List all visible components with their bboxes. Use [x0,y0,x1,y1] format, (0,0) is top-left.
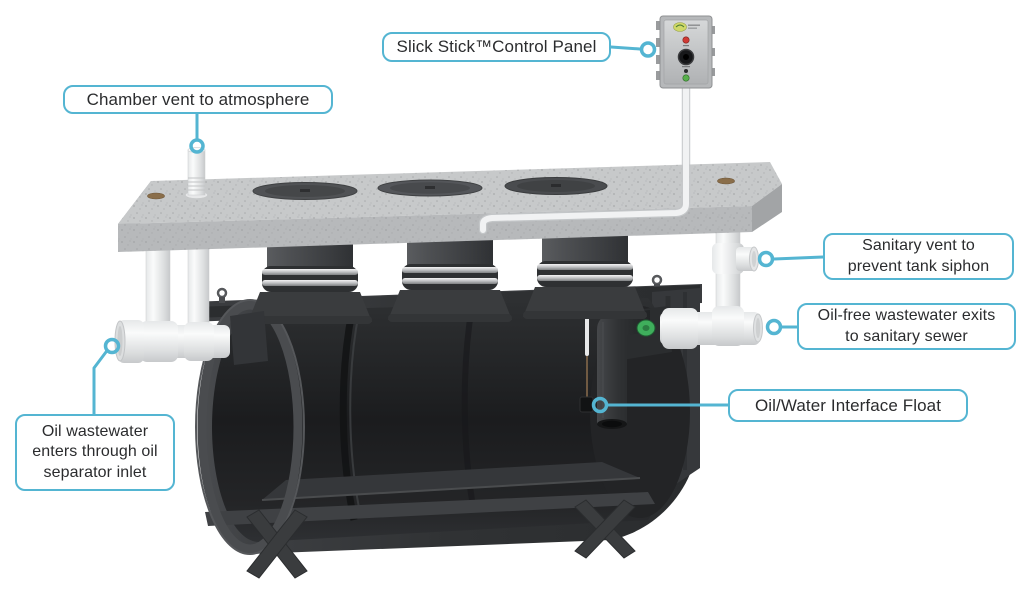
outlet-dip-tube [597,310,650,424]
band-clamp [262,266,358,292]
leader-ring [103,337,121,355]
pipe-coupling [184,322,214,361]
leader-outlet [765,318,799,336]
manhole-cover [377,179,483,197]
outlet-pipe-assembly [660,227,763,349]
support-foot [574,499,636,559]
callout-leaders [92,41,825,416]
lifting-lug [216,287,228,303]
pipe-coupling [662,308,698,349]
leader-ring [757,250,775,268]
leader-ring [639,41,657,58]
riser [523,235,647,319]
riser-bell [388,290,512,320]
band-clamp [537,261,633,287]
inlet-riser-pipe [187,242,210,336]
tank-bottom-rim [205,492,655,526]
riser [388,235,512,322]
riser-bell [248,292,372,322]
leader-sanitary-vent [757,250,825,268]
callout-outlet: Oil-free wastewater exits to sanitary se… [797,303,1016,350]
inlet-boss [230,311,268,365]
tank-assembly [188,274,702,579]
callout-inlet: Oil wastewater enters through oil separa… [15,414,175,491]
slab-right-face [752,184,782,232]
manhole-cover [504,177,608,195]
leader-control-panel [609,41,657,58]
band-clamp [402,264,498,290]
support-foot [246,509,308,579]
leader-inlet [92,337,121,416]
leader-ring [591,396,609,414]
manhole-cover [252,182,358,200]
riser [248,235,372,324]
tank-floor [262,462,640,500]
callout-chamber-vent: Chamber vent to atmosphere [63,85,333,114]
pipe-coupling [140,321,178,362]
leader-chamber-vent [189,112,205,154]
callout-interface-float: Oil/Water Interface Float [728,389,968,422]
inlet-pipe-assembly [114,242,268,365]
brand-logo [673,22,700,32]
float-wire [585,315,589,356]
tank-cut-rim [197,300,303,554]
panel-connector [684,69,688,73]
callout-control-panel: Slick Stick™Control Panel [382,32,611,62]
leader-ring [765,318,783,336]
interface-float [579,396,594,413]
power-light-green [682,74,690,82]
riser-bell [523,287,647,317]
alarm-horn [677,48,695,66]
control-panel [656,15,715,89]
alarm-light-red [682,36,690,44]
leader-ring [189,138,205,154]
chamber-vent-pipe [185,147,208,199]
pipe-tee [712,306,744,346]
callout-sanitary-vent: Sanitary vent to prevent tank siphon [823,233,1014,280]
panel-cable [478,81,691,235]
anchor-insert [147,192,165,200]
anchor-insert [717,177,735,185]
leader-interface-float [591,396,730,414]
